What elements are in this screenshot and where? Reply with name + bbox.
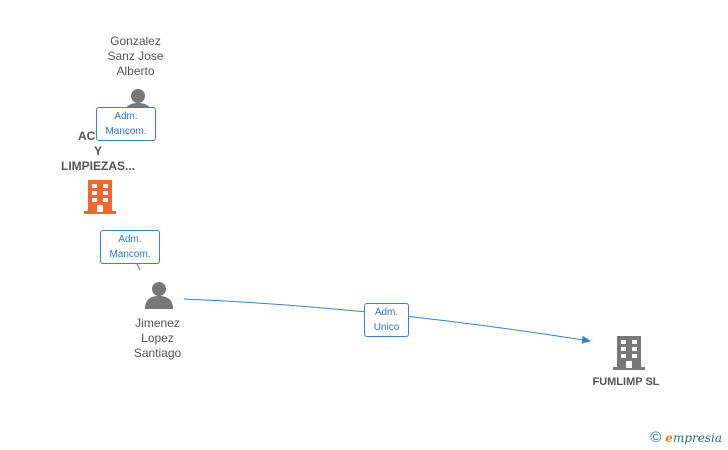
company-name-fumlimp[interactable]: FUMLIMP SL bbox=[592, 376, 660, 388]
edge-label-jimenez-acom: Adm. Mancom. bbox=[100, 230, 160, 264]
empresia-watermark: © empresia bbox=[650, 429, 722, 446]
brand-logo: empresia bbox=[665, 430, 722, 445]
person-icon[interactable] bbox=[145, 282, 173, 309]
building-icon[interactable] bbox=[613, 336, 645, 370]
building-icon[interactable] bbox=[84, 180, 116, 214]
edge-label-gonzalez-acom: Adm. Mancom. bbox=[96, 107, 156, 141]
edge-label-jimenez-fumlimp: Adm. Unico bbox=[364, 303, 409, 337]
copyright-icon: © bbox=[650, 429, 662, 446]
person-name-jimenez[interactable]: Jimenez Lopez Santiago bbox=[133, 316, 182, 360]
person-name-gonzalez[interactable]: Gonzalez Sanz Jose Alberto bbox=[107, 34, 164, 78]
